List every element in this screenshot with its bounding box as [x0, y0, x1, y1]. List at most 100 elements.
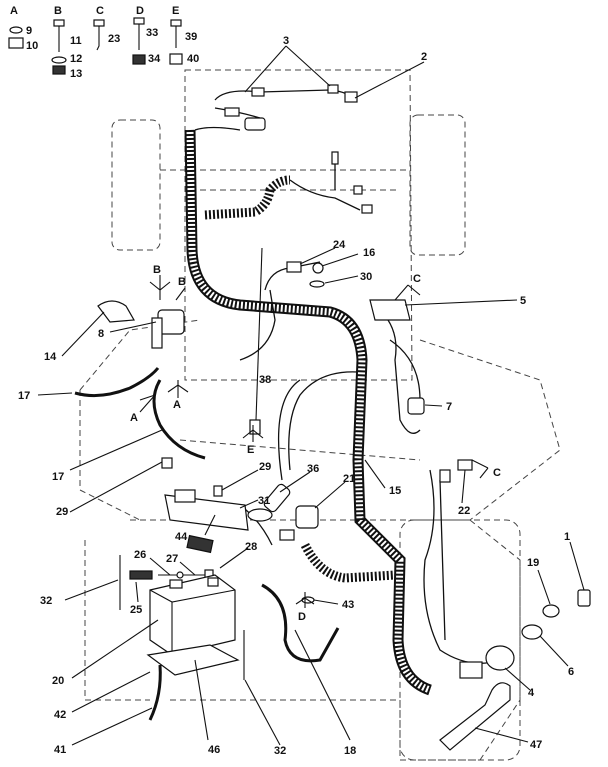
legend-number: 39	[185, 31, 197, 43]
callout-19: 19	[527, 557, 539, 569]
switch	[407, 397, 425, 415]
battery-tray	[146, 644, 240, 676]
callout-17: 17	[18, 390, 30, 402]
callout-7: 7	[446, 401, 452, 413]
boot	[97, 300, 135, 323]
connector	[279, 529, 295, 541]
battery-cable	[261, 583, 340, 663]
bolt-head-icon	[133, 17, 145, 25]
legend-letter-b: B	[54, 5, 62, 17]
callout-6: 6	[568, 666, 574, 678]
nut-icon	[169, 53, 183, 65]
callout-36: 36	[307, 463, 319, 475]
fastener-mark: E	[247, 444, 254, 456]
legend-number: 34	[148, 53, 161, 65]
callout-32: 32	[40, 595, 52, 607]
tractor-outline	[79, 69, 561, 761]
connector	[361, 204, 373, 214]
connector	[331, 151, 339, 165]
connector	[459, 661, 483, 679]
legend-letter-d: D	[136, 5, 144, 17]
callout-26: 26	[134, 549, 146, 561]
bracket	[151, 317, 163, 349]
fastener-marks: B B C A A E C D	[130, 264, 501, 623]
legend-number: 12	[70, 53, 82, 65]
callout-5: 5	[520, 295, 526, 307]
tube	[439, 682, 511, 751]
connector	[344, 91, 358, 103]
key	[577, 589, 591, 607]
legend-number: 23	[108, 33, 120, 45]
legend-number: 40	[187, 53, 199, 65]
terminal-boot	[247, 508, 273, 522]
callout-14: 14	[44, 351, 57, 363]
callout-8: 8	[98, 328, 104, 340]
callout-17: 17	[52, 471, 64, 483]
label-plate	[186, 534, 214, 554]
grommet	[542, 604, 560, 618]
fastener-mark: A	[130, 412, 138, 424]
fastener-mark: C	[493, 467, 501, 479]
fastener-mark: B	[153, 264, 161, 276]
callout-43: 43	[342, 599, 354, 611]
legend-number: 9	[26, 25, 32, 37]
callout-16: 16	[363, 247, 375, 259]
connector	[286, 261, 302, 273]
connector	[251, 87, 265, 97]
legend-number: 10	[26, 40, 38, 52]
callout-29: 29	[56, 506, 68, 518]
nut-icon	[8, 37, 24, 49]
battery-terminal	[207, 577, 219, 587]
battery-cable	[152, 379, 206, 460]
fastener-mark: C	[413, 273, 421, 285]
legend-number: 33	[146, 27, 158, 39]
parts	[97, 84, 591, 751]
callout-31: 31	[258, 495, 270, 507]
switch	[457, 459, 473, 471]
grommet	[521, 624, 543, 640]
callout-47: 47	[530, 739, 542, 751]
callouts: 1 2 3 4 5 6 7 8 14 15 16 17 17 18 19 20 …	[18, 35, 574, 757]
fastener-mark: D	[298, 611, 306, 623]
clip	[161, 457, 173, 469]
battery-terminal	[169, 579, 183, 589]
callout-42: 42	[54, 709, 66, 721]
callout-1: 1	[564, 531, 570, 543]
washer-icon	[9, 26, 23, 34]
screw-head-icon	[93, 19, 105, 27]
callout-15: 15	[389, 485, 401, 497]
leader-lines	[37, 45, 585, 746]
callout-38: 38	[259, 374, 271, 386]
callout-41: 41	[54, 744, 66, 756]
connector	[224, 107, 240, 117]
callout-22: 22	[458, 505, 470, 517]
callout-4: 4	[528, 687, 535, 699]
connector	[353, 185, 363, 195]
bolt-head-icon	[170, 19, 182, 27]
clip	[312, 262, 324, 274]
battery-cable	[74, 367, 160, 398]
washer	[309, 280, 325, 288]
fastener-mark: A	[173, 399, 181, 411]
callout-30: 30	[360, 271, 372, 283]
fastener-mark: B	[178, 276, 186, 288]
callout-20: 20	[52, 675, 64, 687]
legend-letter-a: A	[10, 5, 18, 17]
fuse-block	[295, 505, 319, 529]
callout-21: 21	[343, 473, 355, 485]
clamp	[249, 419, 261, 435]
connector	[439, 469, 451, 483]
ignition-switch	[485, 645, 515, 671]
nut-icon	[132, 54, 146, 65]
callout-44: 44	[175, 531, 188, 543]
callout-46: 46	[208, 744, 220, 756]
fuse-holder	[263, 483, 291, 513]
callout-18: 18	[344, 745, 356, 757]
bolt	[129, 570, 153, 580]
legend-number: 11	[70, 35, 82, 47]
callout-24: 24	[333, 239, 346, 251]
legend-letter-e: E	[172, 5, 179, 17]
callout-28: 28	[245, 541, 257, 553]
clip	[213, 485, 223, 497]
